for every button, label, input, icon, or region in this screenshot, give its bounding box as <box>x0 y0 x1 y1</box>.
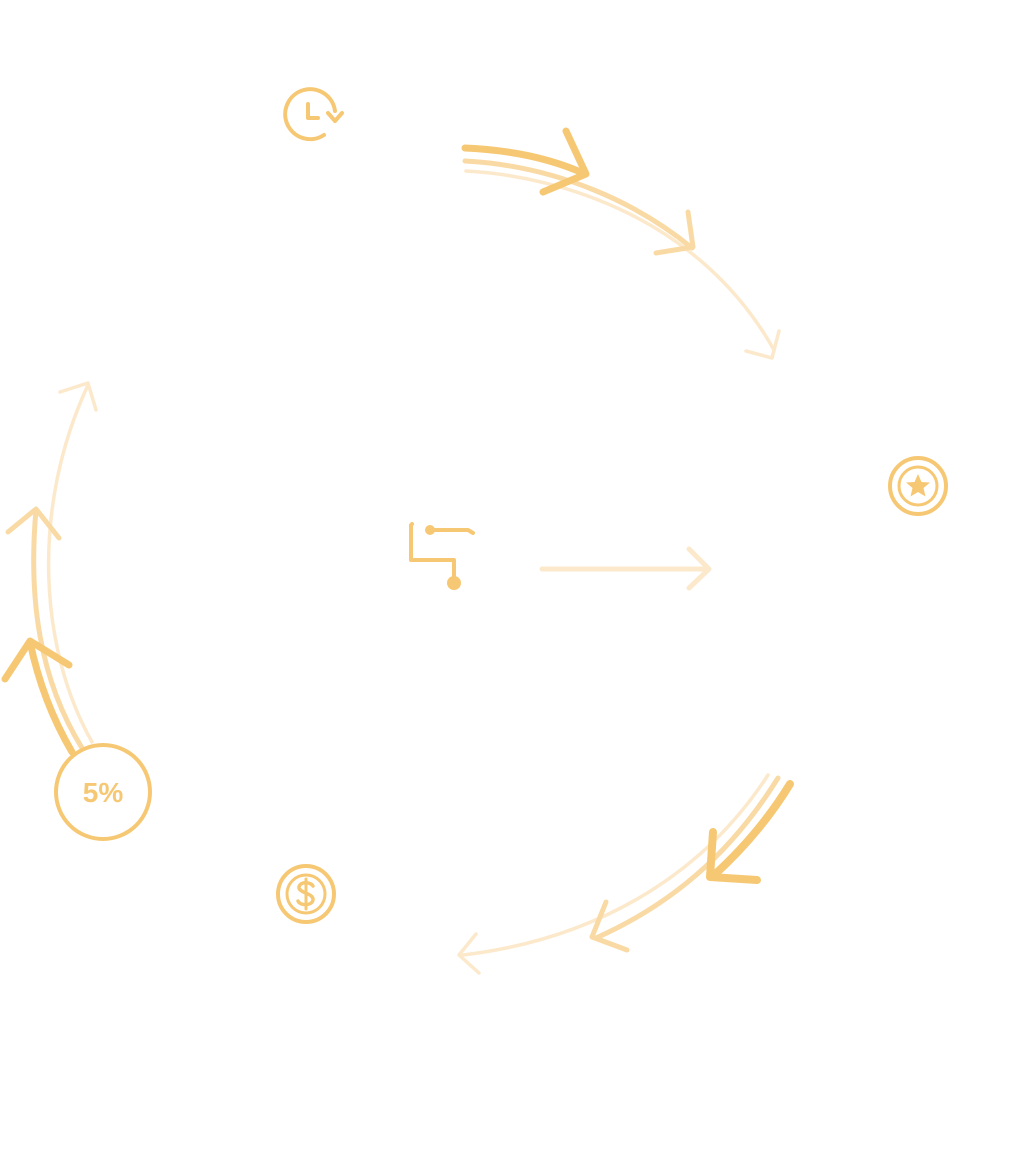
percent-badge-icon: 5% <box>54 743 152 841</box>
arrow-left-to-top-strong <box>26 638 76 756</box>
arrow-left-to-top-strong-head <box>1 637 73 683</box>
clock-refresh-icon <box>283 87 344 142</box>
flow-path-icon <box>409 522 475 590</box>
arrow-left-to-top <box>1 381 98 756</box>
arrow-top-to-right-strong <box>461 144 589 178</box>
arrow-top-to-right <box>461 127 781 360</box>
dollar-coin-icon <box>276 864 336 924</box>
arrow-right-to-bottom-medium <box>593 775 781 941</box>
arrow-right-to-bottom-faint-head <box>457 932 481 975</box>
arrow-right-to-bottom-faint <box>461 773 770 957</box>
arrow-top-to-right-medium-head <box>653 209 696 256</box>
arrow-left-to-top-faint <box>46 383 94 744</box>
arrow-right-to-bottom-strong-head <box>706 828 761 884</box>
arrow-top-to-right-medium <box>462 158 695 251</box>
star-badge-icon <box>888 456 948 516</box>
arrow-left-to-top-faint-head <box>58 381 98 412</box>
arrow-right-to-bottom-medium-head <box>589 899 630 953</box>
arrow-left-to-top-medium-head <box>5 506 62 541</box>
arrow-right-to-bottom <box>457 773 794 975</box>
arrow-top-to-right-strong-head <box>539 127 590 196</box>
arrow-top-to-right-faint <box>464 169 776 352</box>
arrow-center-to-right <box>539 546 712 591</box>
arrow-center-to-right-head <box>686 546 712 591</box>
arrow-top-to-right-faint-head <box>744 329 781 360</box>
percent-badge-label: 5% <box>83 777 124 808</box>
arrow-right-to-bottom-strong <box>708 780 794 881</box>
arrow-left-to-top-medium <box>31 507 85 751</box>
